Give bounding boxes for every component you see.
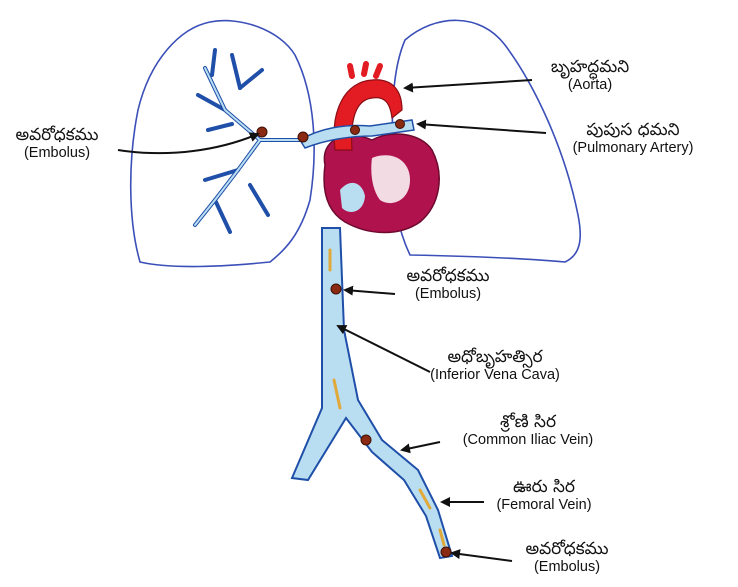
- arrow-embolus-lung: [118, 134, 258, 153]
- label-embolus-ivc-telugu: అవరోధకము: [392, 267, 504, 286]
- label-aorta: బృహద్ధమని (Aorta): [530, 58, 650, 93]
- embolus-femoral-tip: [441, 547, 451, 557]
- label-embolus-ivc-english: (Embolus): [392, 286, 504, 302]
- arrow-aorta: [405, 80, 532, 88]
- label-femoral-vein: ఊరు సిర (Femoral Vein): [484, 478, 604, 513]
- label-aorta-telugu: బృహద్ధమని: [530, 58, 650, 77]
- arrow-pulmonary: [418, 124, 546, 133]
- label-embolus-leg: అవరోధకము (Embolus): [512, 540, 622, 575]
- label-aorta-english: (Aorta): [530, 77, 650, 93]
- label-iliac-english: (Common Iliac Vein): [440, 432, 616, 448]
- label-embolus-ivc: అవరోధకము (Embolus): [392, 267, 504, 302]
- label-pulmonary-artery: పుపుస ధమని (Pulmonary Artery): [548, 121, 718, 156]
- arrow-embolus-leg: [452, 553, 512, 561]
- embolus-ivc: [331, 284, 341, 294]
- label-pulmonary-telugu: పుపుస ధమని: [548, 121, 718, 140]
- embolus-iliac: [361, 435, 371, 445]
- arrow-iliac: [402, 442, 440, 450]
- embolus-lung-1: [257, 127, 267, 137]
- label-common-iliac-vein: శ్రోణి సిర (Common Iliac Vein): [440, 413, 616, 448]
- label-embolus-lung-telugu: అవరోధకము: [0, 126, 114, 145]
- embolus-pulmonary-2: [396, 120, 405, 129]
- label-femoral-english: (Femoral Vein): [484, 497, 604, 513]
- label-ivc-telugu: అధోబృహత్సిర: [414, 348, 576, 367]
- label-embolus-lung-english: (Embolus): [0, 145, 114, 161]
- label-inferior-vena-cava: అధోబృహత్సిర (Inferior Vena Cava): [414, 348, 576, 383]
- embolus-pulmonary: [351, 126, 360, 135]
- label-embolus-leg-telugu: అవరోధకము: [512, 540, 622, 559]
- label-pulmonary-english: (Pulmonary Artery): [548, 140, 718, 156]
- embolus-lung-2: [298, 132, 308, 142]
- label-femoral-telugu: ఊరు సిర: [484, 478, 604, 497]
- left-lung: [131, 21, 314, 267]
- label-iliac-telugu: శ్రోణి సిర: [440, 413, 616, 432]
- label-embolus-leg-english: (Embolus): [512, 559, 622, 575]
- label-ivc-english: (Inferior Vena Cava): [414, 367, 576, 383]
- arrow-embolus-ivc: [345, 290, 395, 294]
- label-embolus-lung: అవరోధకము (Embolus): [0, 126, 114, 161]
